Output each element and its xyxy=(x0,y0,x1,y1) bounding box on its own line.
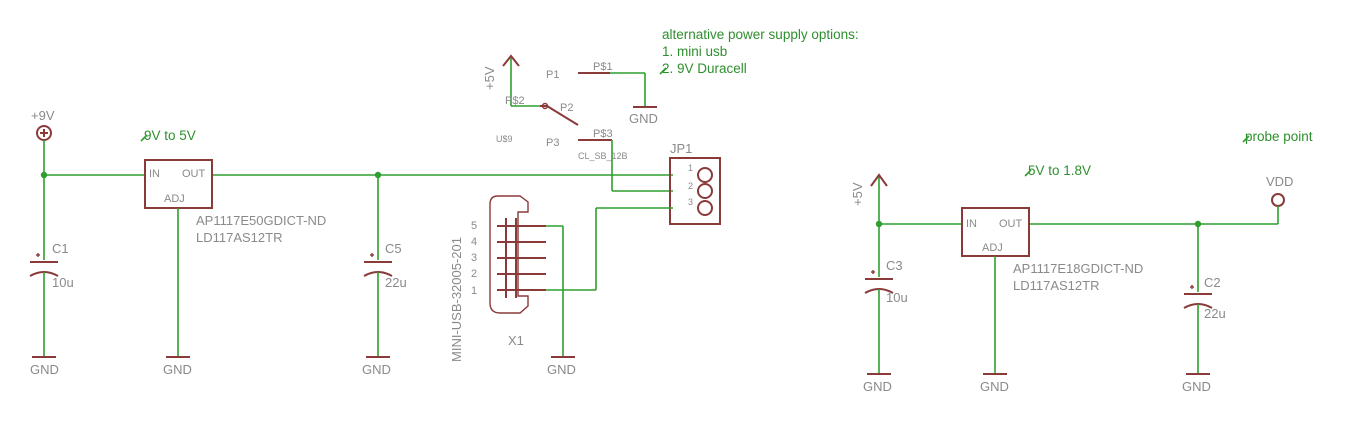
c3-value: 10u xyxy=(886,290,908,305)
plus5v-arrow-right xyxy=(870,173,888,224)
c5-value: 22u xyxy=(385,275,407,290)
usb-pin-3: 3 xyxy=(471,252,477,264)
reg2-out-label: OUT xyxy=(999,218,1023,230)
reg2-adj-label: ADJ xyxy=(982,242,1003,254)
jp1-pin-2: 2 xyxy=(688,181,693,191)
reg1-alt-part-label: LD117AS12TR xyxy=(196,230,282,245)
c1-value: 10u xyxy=(52,275,74,290)
gnd-label: GND xyxy=(980,379,1009,394)
usb-connector-x1 xyxy=(489,195,546,314)
reg2-in-label: IN xyxy=(966,218,977,230)
usb-pin-4: 4 xyxy=(471,236,477,248)
reg2-title: 5V to 1.8V xyxy=(1028,163,1091,178)
switch-p3: P3 xyxy=(546,137,559,149)
plus9v-supply-symbol xyxy=(36,125,52,141)
vdd-supply-symbol xyxy=(1271,193,1285,207)
usb-pin-2: 2 xyxy=(471,268,477,280)
vdd-label: VDD xyxy=(1266,174,1293,189)
c3-name: C3 xyxy=(886,258,903,273)
usb-part-label: MINI-USB-32005-201 xyxy=(449,237,464,362)
power-options-title: alternative power supply options: xyxy=(662,27,859,42)
jp1-name: JP1 xyxy=(670,141,692,156)
usb-name: X1 xyxy=(508,333,524,348)
switch-plus5v-label: +5V xyxy=(482,66,497,90)
reg1-in-label: IN xyxy=(149,168,160,180)
reg2-part-label: AP1117E18GDICT-ND xyxy=(1013,261,1143,276)
reg2-alt-part-label: LD117AS12TR xyxy=(1013,278,1099,293)
reg1-title: 9V to 5V xyxy=(144,128,196,143)
plus5v-arrow-switch xyxy=(502,54,520,106)
jp1-pin-1: 1 xyxy=(688,163,693,173)
probe-point-note: probe point xyxy=(1245,129,1313,144)
gnd-label: GND xyxy=(1182,379,1211,394)
reg1-out-label: OUT xyxy=(182,168,206,180)
gnd-label: GND xyxy=(30,362,59,377)
header-jp1 xyxy=(669,157,721,225)
switch-pin3: P$3 xyxy=(593,128,613,140)
usb-pin-5: 5 xyxy=(471,220,477,232)
c5-name: C5 xyxy=(385,241,402,256)
gnd-label: GND xyxy=(163,362,192,377)
switch-p2: P2 xyxy=(560,102,573,114)
plus9v-label: +9V xyxy=(31,108,55,123)
c2-value: 22u xyxy=(1204,306,1226,321)
usb-pin-1: 1 xyxy=(471,285,477,297)
reg1-adj-label: ADJ xyxy=(164,193,185,205)
switch-pin1: P$1 xyxy=(593,61,613,73)
power-option-2: 2. 9V Duracell xyxy=(662,61,747,76)
jp1-pin-3: 3 xyxy=(688,197,693,207)
switch-name: U$9 xyxy=(496,134,513,144)
reg1-part-label: AP1117E50GDICT-ND xyxy=(196,213,326,228)
right-plus5v-label: +5V xyxy=(850,182,865,206)
switch-gnd-label: GND xyxy=(629,111,658,126)
gnd-label: GND xyxy=(547,362,576,377)
c2-name: C2 xyxy=(1204,275,1221,290)
gnd-label: GND xyxy=(362,362,391,377)
switch-p1: P1 xyxy=(546,69,559,81)
switch-pin2: P$2 xyxy=(505,95,525,107)
gnd-label: GND xyxy=(863,379,892,394)
switch-part: CL_SB_12B xyxy=(578,151,628,161)
power-option-1: 1. mini usb xyxy=(662,44,727,59)
c1-name: C1 xyxy=(52,241,69,256)
